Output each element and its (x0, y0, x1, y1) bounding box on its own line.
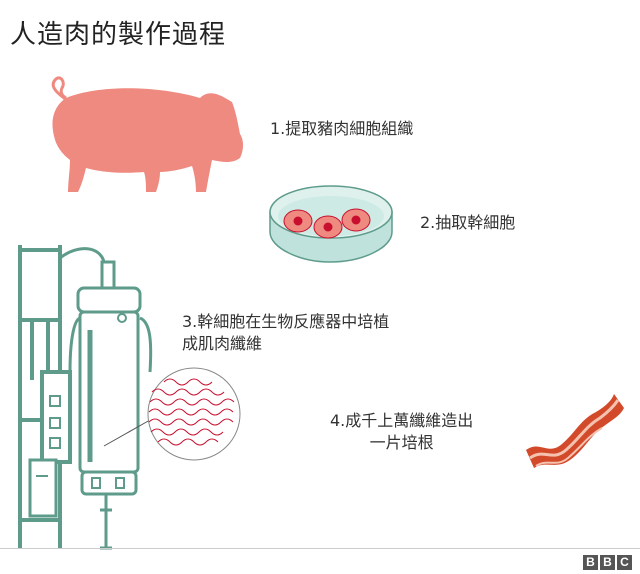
bacon-icon (526, 394, 624, 468)
petri-dish-icon (269, 185, 393, 263)
step-2-label: 2.抽取幹細胞 (420, 212, 515, 234)
step-3-line-1: 3.幹細胞在生物反應器中培植 (182, 312, 390, 331)
step-2-line-1: 2.抽取幹細胞 (420, 213, 516, 232)
footer-divider (0, 548, 640, 549)
step-1-line-1: 1.提取豬肉細胞組織 (270, 119, 414, 138)
step-3-line-2: 成肌肉纖維 (182, 334, 263, 353)
logo-letter: B (583, 555, 598, 570)
step-4-line-1: 4.成千上萬纖維造出 (330, 411, 474, 430)
muscle-fiber-magnifier-icon (147, 367, 241, 461)
logo-letter: B (600, 555, 615, 570)
step-3-label: 3.幹細胞在生物反應器中培植 成肌肉纖維 (182, 311, 389, 355)
stem-cell (341, 208, 371, 232)
step-4-label: 4.成千上萬纖維造出 一片培根 (330, 410, 473, 454)
pig-icon (51, 76, 243, 192)
stem-cell (313, 215, 343, 239)
bioreactor-icon (18, 245, 153, 550)
logo-letter: C (617, 555, 632, 570)
stem-cell (283, 209, 313, 233)
step-4-line-2: 一片培根 (369, 433, 434, 452)
page-title: 人造肉的製作過程 (10, 20, 227, 50)
bbc-logo: B B C (583, 555, 632, 570)
step-1-label: 1.提取豬肉細胞組織 (270, 118, 413, 140)
